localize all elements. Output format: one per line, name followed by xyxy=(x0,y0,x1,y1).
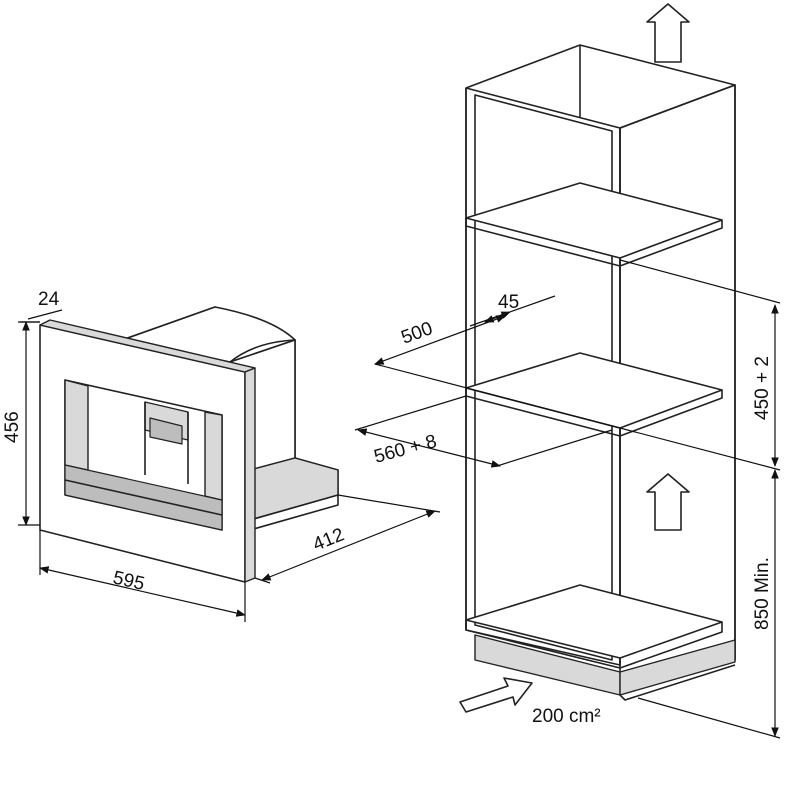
dimension-label-height: 456 xyxy=(2,411,23,443)
dimension-label-floor-height: 850 Min. xyxy=(752,557,773,630)
dimension-label-niche-offset: 45 xyxy=(498,292,519,313)
dimension-label-niche-height: 450 + 2 xyxy=(752,356,773,420)
dimension-label-panel-depth: 24 xyxy=(38,289,60,310)
cabinet-drawing xyxy=(465,44,736,701)
dimension-label-width: 595 xyxy=(111,567,147,595)
dimension-label-depth: 412 xyxy=(310,524,347,555)
ventilation-area-label: 200 cm² xyxy=(532,706,601,727)
appliance-drawing xyxy=(39,306,339,583)
arrow-up-outline-icon xyxy=(646,473,690,531)
arrow-diagonal-outline-icon xyxy=(459,677,533,713)
arrow-up-outline-icon xyxy=(646,3,690,63)
